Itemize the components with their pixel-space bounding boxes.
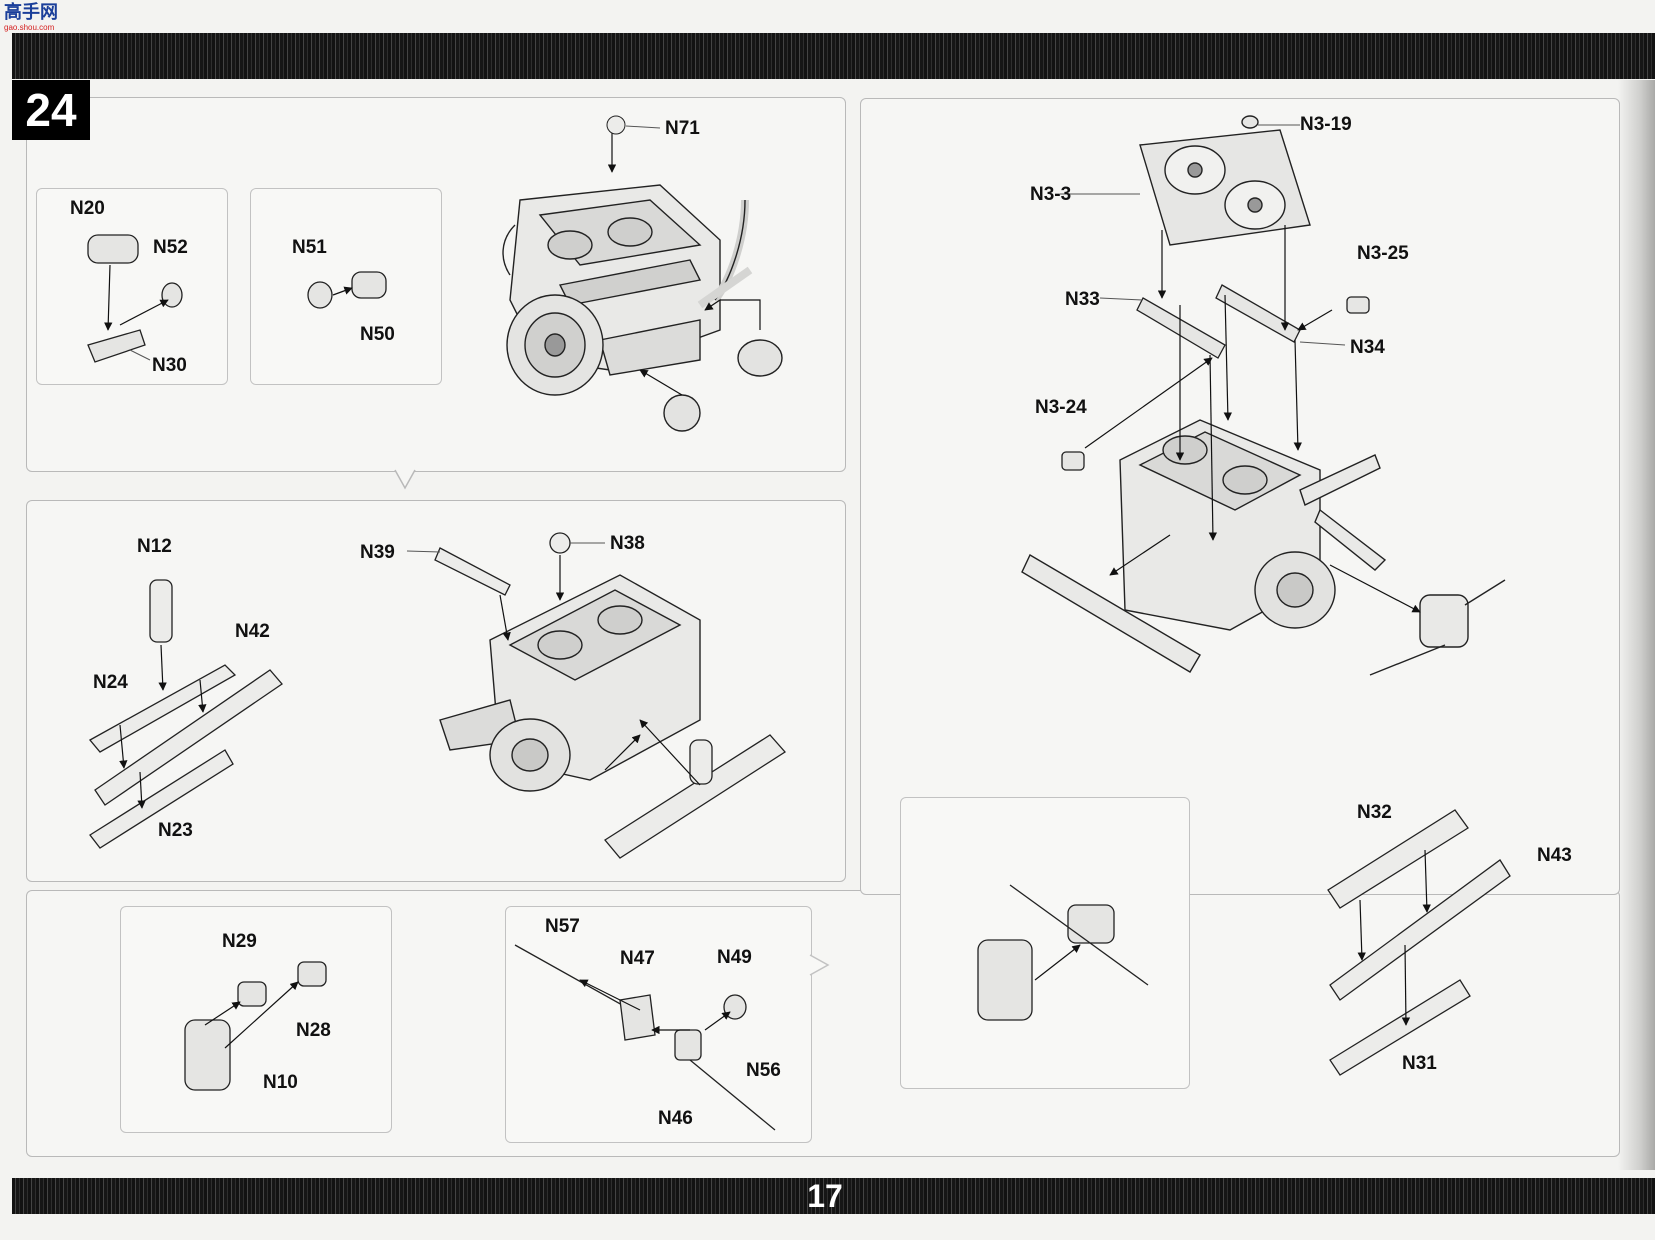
label-n10: N10: [263, 1072, 298, 1093]
label-n28: N28: [296, 1020, 331, 1041]
label-n39: N39: [360, 542, 395, 563]
label-n56: N56: [746, 1060, 781, 1081]
label-n3-3: N3-3: [1030, 184, 1072, 205]
label-n46: N46: [658, 1108, 693, 1129]
label-n3-24: N3-24: [1035, 397, 1087, 418]
label-n12: N12: [137, 536, 172, 557]
label-n38: N38: [610, 533, 645, 554]
label-n50: N50: [360, 324, 395, 345]
label-n3-19: N3-19: [1300, 114, 1352, 135]
label-n34: N34: [1350, 337, 1385, 358]
label-n30: N30: [152, 355, 187, 376]
label-n49: N49: [717, 947, 752, 968]
muffler-icon: [434, 532, 786, 859]
pulley-icon: [506, 294, 604, 396]
label-n52: N52: [153, 237, 188, 258]
engine-block-icon: [1021, 419, 1506, 676]
subpanel-engine-mount-detail: [900, 797, 1190, 1089]
label-n51: N51: [292, 237, 327, 258]
label-n31: N31: [1402, 1053, 1437, 1074]
label-n20: N20: [70, 198, 105, 219]
engine-block-icon: [439, 574, 701, 792]
site-logo: 高手网 gao.shou.com: [4, 2, 58, 33]
label-n71: N71: [665, 118, 700, 139]
label-n32: N32: [1357, 802, 1392, 823]
subpanel-n20-assembly: [36, 188, 228, 385]
label-n33: N33: [1065, 289, 1100, 310]
page-number: 17: [807, 1178, 843, 1214]
panel-middle-left: [26, 500, 846, 882]
label-n43: N43: [1537, 845, 1572, 866]
subpanel-n51-assembly: [250, 188, 442, 385]
label-n42: N42: [235, 621, 270, 642]
pipe-icon: [502, 199, 783, 432]
label-n29: N29: [222, 931, 257, 952]
label-n3-25: N3-25: [1357, 243, 1409, 264]
label-n57: N57: [545, 916, 580, 937]
top-decorative-bar: [12, 33, 1655, 79]
page-binding-shadow: [1618, 80, 1655, 1170]
radiator-fan-icon: [1139, 115, 1311, 246]
label-n47: N47: [620, 948, 655, 969]
bottom-decorative-bar: [12, 1178, 1655, 1214]
label-n24: N24: [93, 672, 128, 693]
subpanel-n46-assembly: [505, 906, 812, 1143]
step-number-badge: 24: [12, 80, 90, 140]
label-n23: N23: [158, 820, 193, 841]
